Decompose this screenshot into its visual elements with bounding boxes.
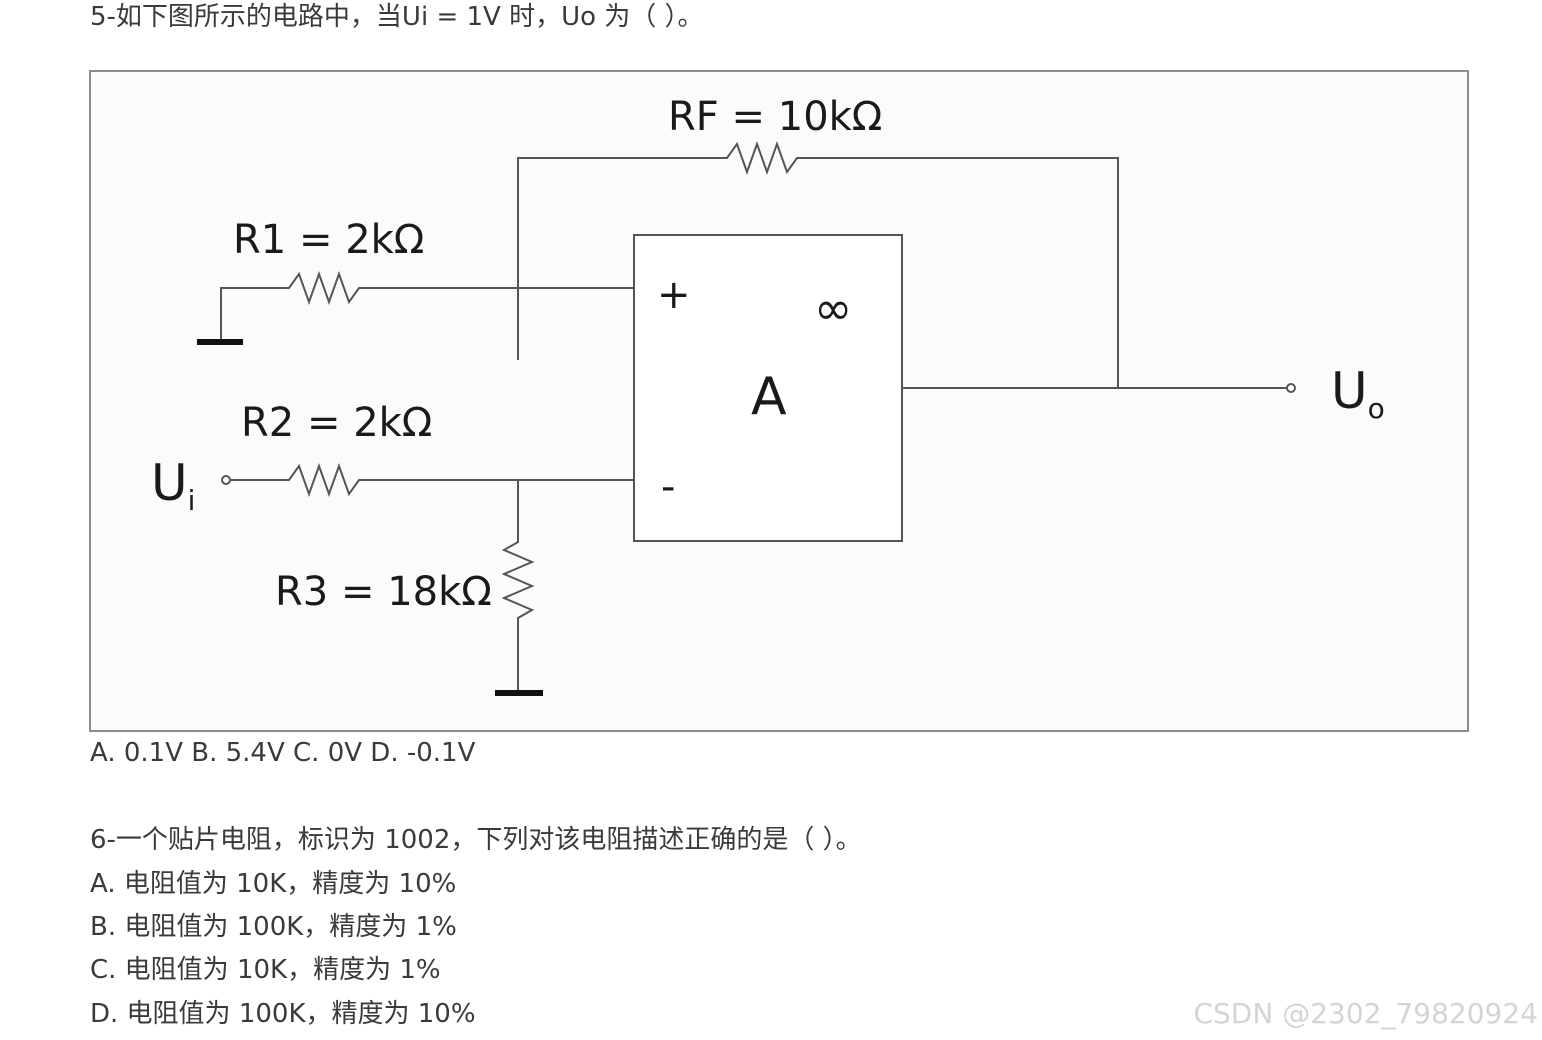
csdn-watermark: CSDN @2302_79820924 — [1193, 997, 1538, 1030]
circuit-schematic: RF = 10kΩ R1 = 2kΩ R2 = 2kΩ R3 = 18kΩ + … — [151, 94, 1385, 696]
r1-label: R1 = 2kΩ — [233, 217, 424, 263]
minus-input-label: - — [661, 464, 675, 510]
r2-wire — [231, 463, 634, 497]
question-6-option-a: A. 电阻值为 10K，精度为 10% — [90, 869, 457, 899]
uo-terminal — [1286, 383, 1296, 393]
rf-label: RF = 10kΩ — [668, 94, 882, 140]
r2-label: R2 = 2kΩ — [241, 400, 432, 446]
ui-terminal — [221, 475, 231, 485]
circuit-diagram: RF = 10kΩ R1 = 2kΩ R2 = 2kΩ R3 = 18kΩ + … — [89, 70, 1469, 732]
question-5-options: A. 0.1V B. 5.4V C. 0V D. -0.1V — [90, 738, 476, 768]
feedback-wire — [517, 141, 1119, 388]
question-6-option-d: D. 电阻值为 100K，精度为 10% — [90, 999, 476, 1029]
question-6-title: 6-一个贴片电阻，标识为 1002，下列对该电阻描述正确的是（ ）。 — [90, 825, 862, 855]
op-amp-box — [633, 234, 903, 542]
ui-label: Ui — [151, 454, 195, 517]
question-6-option-b: B. 电阻值为 100K，精度为 1% — [90, 912, 457, 942]
amplifier-label: A — [751, 367, 787, 427]
r3-wire — [501, 480, 535, 690]
question-5-title: 5-如下图所示的电路中，当Ui = 1V 时，Uo 为（ ）。 — [90, 2, 704, 32]
uo-label: Uo — [1331, 362, 1385, 425]
plus-input-label: + — [657, 272, 691, 318]
infinity-symbol: ∞ — [814, 281, 852, 335]
question-6-option-c: C. 电阻值为 10K，精度为 1% — [90, 955, 441, 985]
r3-label: R3 = 18kΩ — [275, 569, 492, 615]
r1-wire — [220, 271, 634, 340]
